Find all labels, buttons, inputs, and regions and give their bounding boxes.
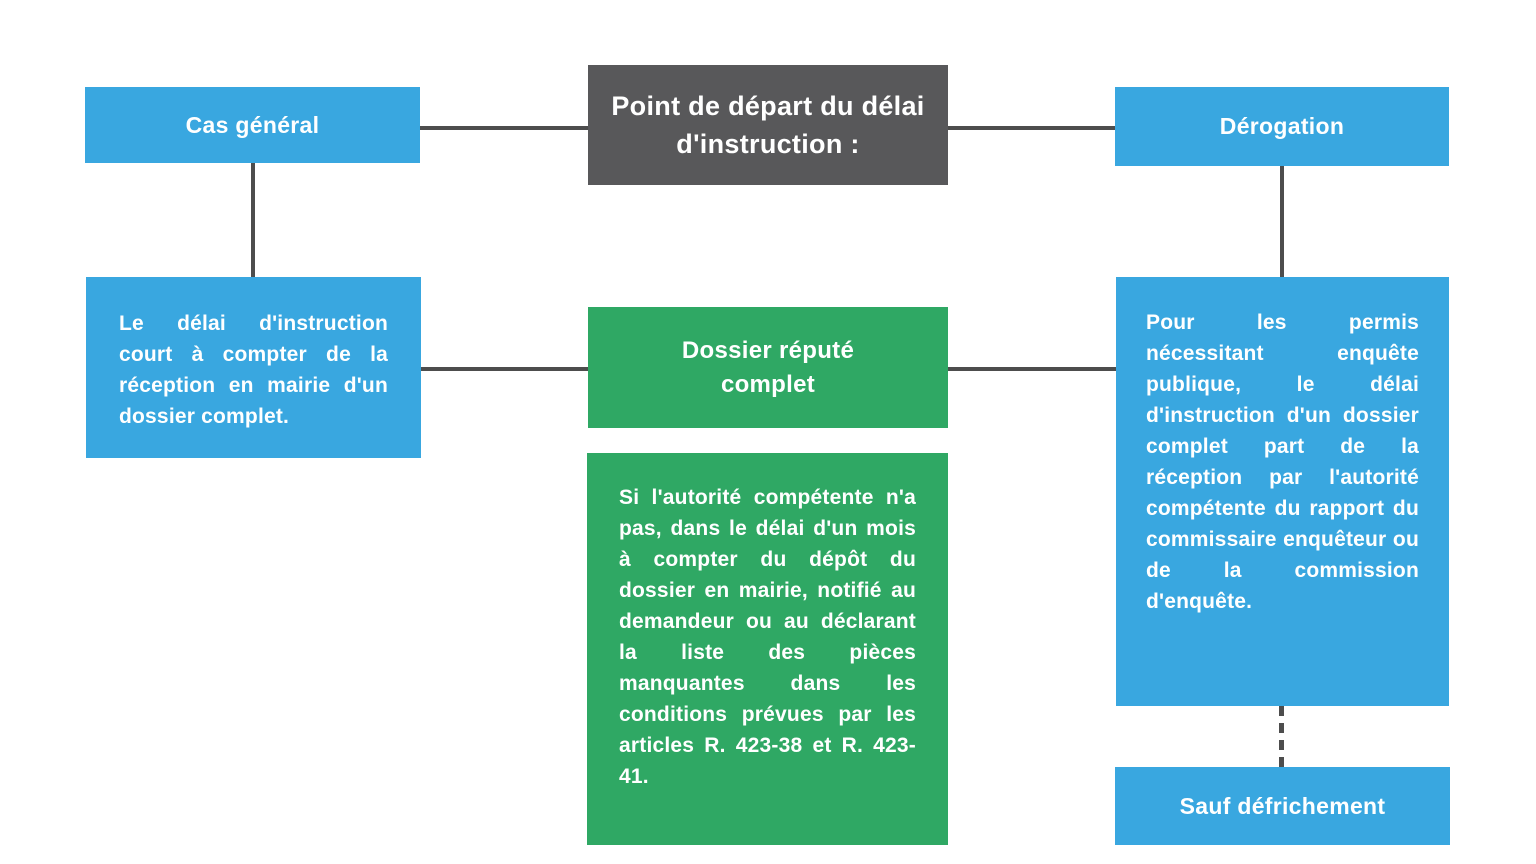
title-box: Point de départ du délai d'instruction : [588, 65, 948, 185]
sauf-defrichement-box: Sauf défrichement [1115, 767, 1450, 845]
dossier-repute-complet-header-box: Dossier réputé complet [588, 307, 948, 428]
derogation-header-box: Dérogation [1115, 87, 1449, 166]
connector-leftbody-greentitle [421, 367, 588, 371]
connector-derogation-rightbody [1280, 166, 1284, 277]
cas-general-body-box: Le délai d'instruction court à compter d… [86, 277, 421, 458]
connector-casgeneral-leftbody [251, 163, 255, 277]
cas-general-header-box: Cas général [85, 87, 420, 163]
connector-dashed-rightbody-sauf [1279, 706, 1284, 767]
connector-title-derogation [948, 126, 1115, 130]
connector-greentitle-rightbody [948, 367, 1116, 371]
dossier-repute-complet-body-box: Si l'autorité compétente n'a pas, dans l… [587, 453, 948, 845]
connector-casgeneral-title [420, 126, 588, 130]
derogation-body-box: Pour les permis nécessitant enquête publ… [1116, 277, 1449, 706]
